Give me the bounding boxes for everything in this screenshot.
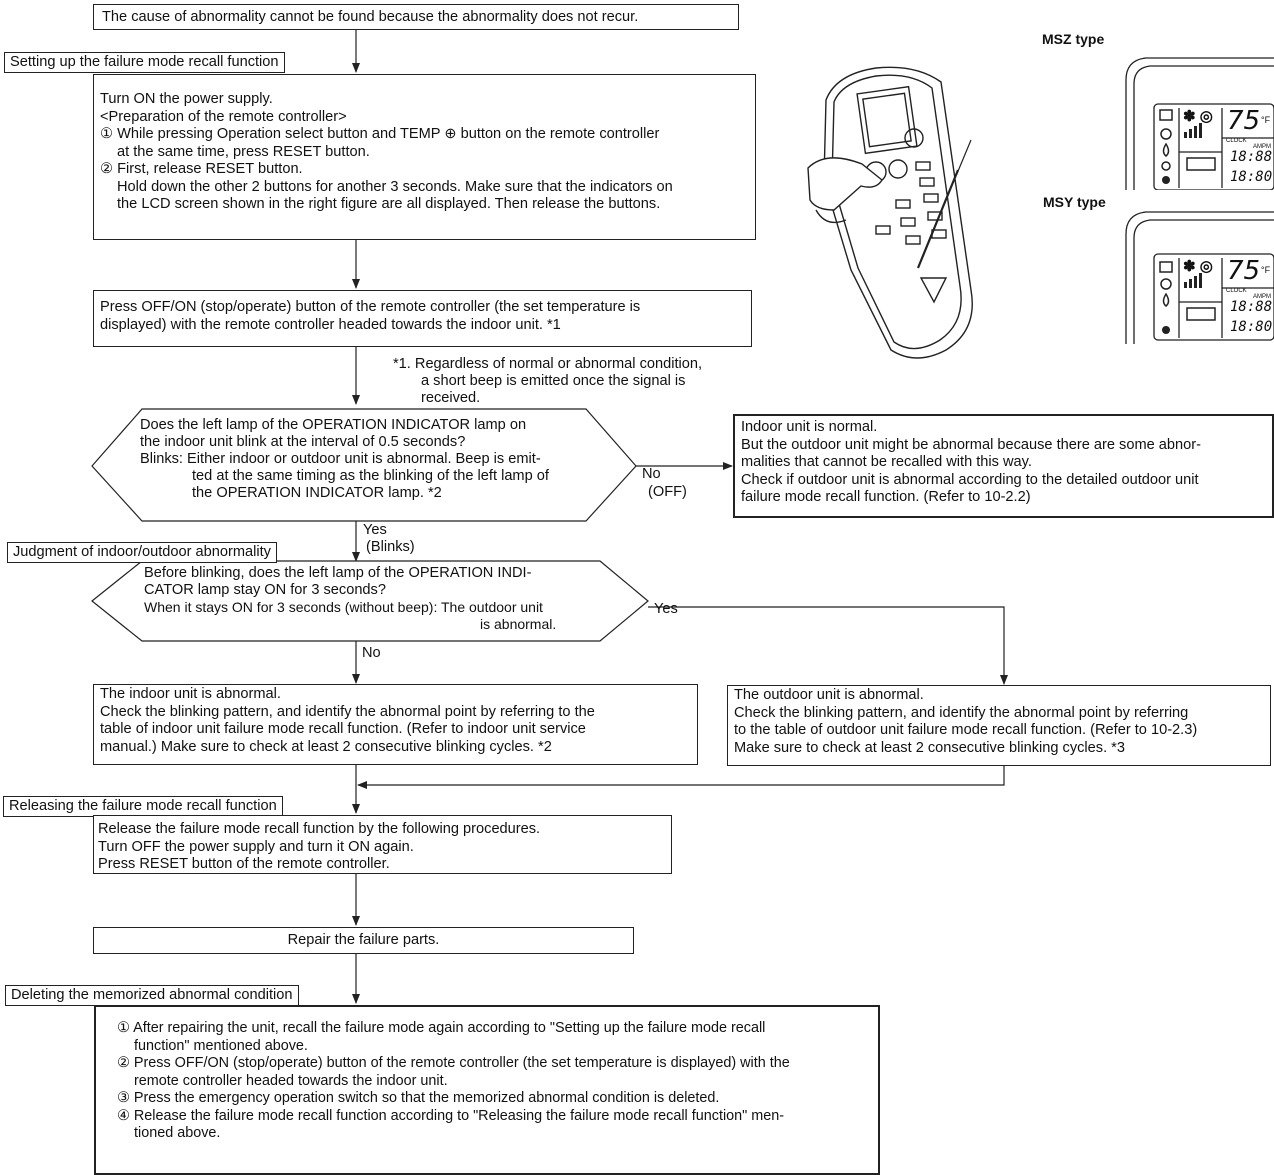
diamond-2-line-4: is abnormal. bbox=[480, 616, 557, 632]
msz-temp: 75 bbox=[1227, 106, 1261, 136]
label-setup-text: Setting up the failure mode recall funct… bbox=[10, 54, 279, 70]
msy-ampm: AMPM bbox=[1253, 294, 1271, 300]
press-line-2: displayed) with the remote controller he… bbox=[100, 316, 561, 333]
note-1-line-2: a short beep is emitted once the signal … bbox=[421, 373, 686, 389]
press-box: Press OFF/ON (stop/operate) button of th… bbox=[93, 290, 752, 347]
label-releasing-text: Releasing the failure mode recall functi… bbox=[9, 798, 277, 814]
msz-lcd-panel: ✽ ◎ 75 °F CLOCK AMPM 18:88 18:80 bbox=[1124, 52, 1274, 190]
indoor-abnormal-line-3: table of indoor unit failure mode recall… bbox=[100, 721, 586, 737]
indoor-normal-line-1: Indoor unit is normal. bbox=[741, 419, 878, 435]
msz-time-2: 18:80 bbox=[1230, 169, 1273, 185]
outdoor-abnormal-line-1: The outdoor unit is abnormal. bbox=[734, 687, 924, 703]
decision-diamond-1 bbox=[91, 408, 637, 522]
diamond-2-text: Before blinking, does the left lamp of t… bbox=[144, 565, 556, 633]
delete-line-2: function" mentioned above. bbox=[134, 1037, 308, 1054]
delete-box: ① After repairing the unit, recall the f… bbox=[94, 1005, 880, 1175]
release-box: Release the failure mode recall function… bbox=[93, 815, 672, 874]
label-no-1: No bbox=[642, 466, 661, 482]
msz-unit: °F bbox=[1261, 115, 1271, 125]
label-off: (OFF) bbox=[648, 484, 687, 500]
msy-time-2: 18:80 bbox=[1230, 319, 1273, 335]
setup-line-7: the LCD screen shown in the right figure… bbox=[117, 196, 661, 212]
release-line-1: Release the failure mode recall function… bbox=[98, 821, 541, 837]
diamond-1-line-3: Blinks: Either indoor or outdoor unit is… bbox=[140, 451, 541, 467]
note-1-line-1: *1. Regardless of normal or abnormal con… bbox=[393, 356, 703, 372]
diamond-2-line-2: CATOR lamp stay ON for 3 seconds? bbox=[144, 582, 386, 598]
msz-fan-icon: ✽ ◎ bbox=[1183, 108, 1213, 125]
label-blinks: (Blinks) bbox=[366, 539, 415, 555]
msy-unit: °F bbox=[1261, 265, 1271, 275]
label-no-2: No bbox=[362, 645, 381, 661]
indoor-normal-box: Indoor unit is normal. But the outdoor u… bbox=[733, 414, 1274, 518]
indoor-abnormal-line-2: Check the blinking pattern, and identify… bbox=[100, 703, 595, 720]
diamond-2-line-3: When it stays ON for 3 seconds (without … bbox=[144, 599, 543, 615]
outdoor-abnormal-line-4: Make sure to check at least 2 consecutiv… bbox=[734, 739, 1125, 756]
label-judgment: Judgment of indoor/outdoor abnormality bbox=[7, 542, 277, 563]
top-box: The cause of abnormality cannot be found… bbox=[93, 4, 739, 30]
msy-lcd-frame bbox=[1125, 211, 1274, 344]
note-1-line-3: received. bbox=[421, 390, 481, 406]
msy-time: 18:88 bbox=[1230, 299, 1273, 315]
outdoor-abnormal-line-3: to the table of outdoor unit failure mod… bbox=[734, 722, 1198, 738]
msz-ampm: AMPM bbox=[1253, 144, 1271, 150]
note-1: *1. Regardless of normal or abnormal con… bbox=[393, 356, 702, 407]
press-line-1: Press OFF/ON (stop/operate) button of th… bbox=[100, 299, 641, 315]
msy-temp: 75 bbox=[1227, 256, 1261, 286]
delete-line-5: ③ Press the emergency operation switch s… bbox=[117, 1090, 720, 1106]
delete-line-7: tioned above. bbox=[134, 1125, 221, 1141]
diamond-2-line-1: Before blinking, does the left lamp of t… bbox=[144, 565, 532, 581]
indoor-normal-line-3: malities that cannot be recalled with th… bbox=[741, 454, 1032, 470]
msy-clock: CLOCK bbox=[1226, 288, 1247, 294]
indoor-normal-line-2: But the outdoor unit might be abnormal b… bbox=[741, 436, 1201, 453]
indoor-abnormal-box: The indoor unit is abnormal. Check the b… bbox=[93, 684, 698, 765]
indoor-normal-line-4: Check if outdoor unit is abnormal accord… bbox=[741, 471, 1199, 488]
indoor-abnormal-line-1: The indoor unit is abnormal. bbox=[100, 686, 281, 702]
setup-line-4: at the same time, press RESET button. bbox=[117, 143, 370, 160]
indoor-abnormal-line-4: manual.) Make sure to check at least 2 c… bbox=[100, 738, 552, 755]
msz-type-label: MSZ type bbox=[1042, 31, 1105, 47]
release-line-2: Turn OFF the power supply and turn it ON… bbox=[98, 838, 414, 855]
delete-line-1: ① After repairing the unit, recall the f… bbox=[117, 1020, 766, 1036]
setup-line-1: Turn ON the power supply. bbox=[100, 91, 273, 107]
delete-line-4: remote controller headed towards the ind… bbox=[134, 1072, 448, 1089]
diamond-1-line-1: Does the left lamp of the OPERATION INDI… bbox=[140, 417, 527, 433]
msy-fan-icon: ✽ ◎ bbox=[1183, 258, 1213, 275]
label-deleting-text: Deleting the memorized abnormal conditio… bbox=[11, 987, 293, 1003]
repair-box-text: Repair the failure parts. bbox=[287, 932, 440, 948]
top-box-text: The cause of abnormality cannot be found… bbox=[102, 9, 639, 25]
outdoor-abnormal-line-2: Check the blinking pattern, and identify… bbox=[734, 704, 1189, 721]
diamond-1-line-2: the indoor unit blink at the interval of… bbox=[140, 434, 466, 450]
label-releasing: Releasing the failure mode recall functi… bbox=[3, 796, 283, 817]
setup-line-2: <Preparation of the remote controller> bbox=[100, 108, 347, 125]
diamond-1-text: Does the left lamp of the OPERATION INDI… bbox=[140, 417, 549, 502]
setup-box: Turn ON the power supply. <Preparation o… bbox=[93, 74, 756, 240]
delete-line-6: ④ Release the failure mode recall functi… bbox=[117, 1107, 785, 1124]
msy-type-label: MSY type bbox=[1043, 194, 1106, 210]
delete-line-3: ② Press OFF/ON (stop/operate) button of … bbox=[117, 1055, 790, 1071]
msz-clock: CLOCK bbox=[1226, 138, 1247, 144]
outdoor-abnormal-box: The outdoor unit is abnormal. Check the … bbox=[727, 685, 1271, 766]
remote-controller-illustration bbox=[807, 66, 973, 359]
label-deleting: Deleting the memorized abnormal conditio… bbox=[5, 985, 299, 1006]
indoor-normal-line-5: failure mode recall function. (Refer to … bbox=[741, 489, 1031, 505]
label-yes-2: Yes bbox=[654, 601, 678, 617]
label-judgment-text: Judgment of indoor/outdoor abnormality bbox=[13, 544, 271, 560]
setup-line-3: ① While pressing Operation select button… bbox=[100, 126, 660, 142]
msz-time: 18:88 bbox=[1230, 149, 1273, 165]
setup-line-6: Hold down the other 2 buttons for anothe… bbox=[117, 178, 673, 195]
diamond-1-line-5: the OPERATION INDICATOR lamp. *2 bbox=[192, 485, 442, 501]
diamond-1-line-4: ted at the same timing as the blinking o… bbox=[192, 468, 549, 484]
setup-line-5: ② First, release RESET button. bbox=[100, 161, 303, 177]
msy-lcd-panel: ✽ ◎ 75 °F CLOCK AMPM 18:88 18:80 bbox=[1124, 206, 1274, 344]
arrow-yes-outdoor bbox=[648, 606, 1008, 685]
repair-box: Repair the failure parts. bbox=[93, 927, 634, 954]
label-yes-1: Yes bbox=[363, 522, 387, 538]
msz-lcd-frame bbox=[1125, 57, 1274, 190]
release-line-3: Press RESET button of the remote control… bbox=[98, 856, 390, 872]
label-setup: Setting up the failure mode recall funct… bbox=[4, 52, 285, 73]
arrow-outdoor-to-release bbox=[357, 766, 1005, 789]
